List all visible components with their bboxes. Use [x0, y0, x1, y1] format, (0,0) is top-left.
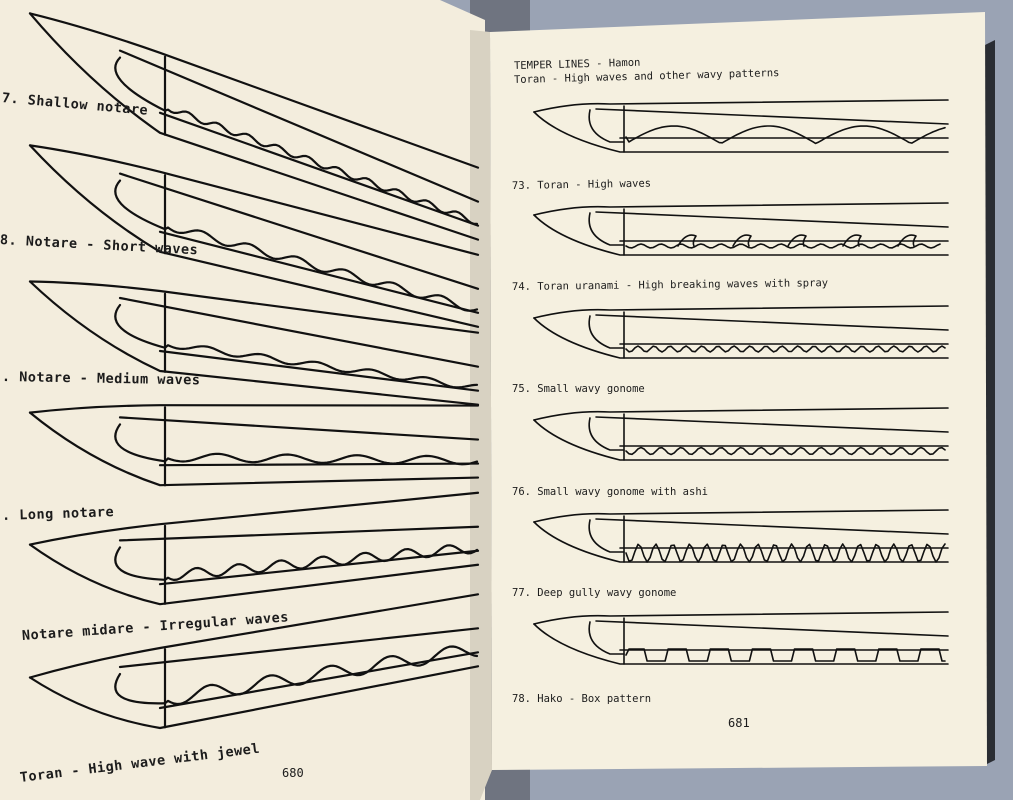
left-caption-3: . Notare - Medium waves	[2, 369, 201, 388]
left-page-number: 680	[282, 766, 304, 780]
right-caption-73: 73. Toran - High waves	[512, 178, 651, 192]
right-caption-77: 77. Deep gully wavy gonome	[512, 587, 676, 599]
right-caption-78: 78. Hako - Box pattern	[512, 693, 651, 705]
right-caption-75: 75. Small wavy gonome	[512, 383, 645, 395]
right-page-number: 681	[728, 716, 750, 730]
right-caption-76: 76. Small wavy gonome with ashi	[512, 486, 708, 498]
gutter-shadow	[470, 30, 492, 800]
